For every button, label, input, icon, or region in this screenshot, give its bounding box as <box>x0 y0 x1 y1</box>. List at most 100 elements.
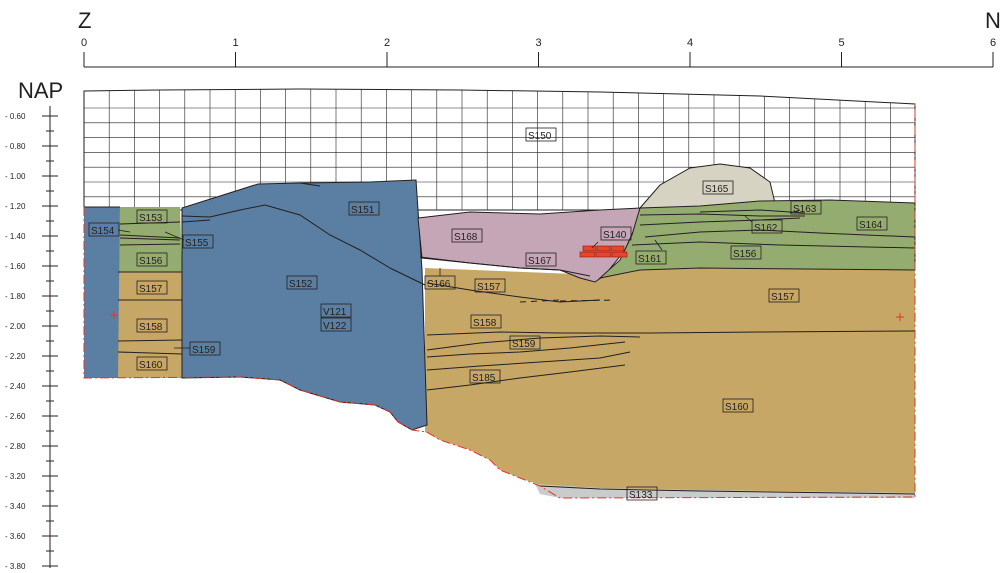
svg-text:S158: S158 <box>473 318 497 329</box>
svg-text:S161: S161 <box>638 254 662 265</box>
label-S161: S161 <box>635 250 667 265</box>
left-sand-column <box>118 270 182 378</box>
svg-text:S159: S159 <box>192 345 216 356</box>
svg-text:S166: S166 <box>427 279 451 290</box>
distance-tick-label: 2 <box>384 37 390 49</box>
label-S158-left: S158 <box>136 318 168 333</box>
interface-line <box>631 241 916 249</box>
interface-line <box>426 341 626 358</box>
svg-text:S165: S165 <box>705 184 729 195</box>
leader-line <box>744 215 753 223</box>
label-S167: S167 <box>525 252 557 267</box>
svg-text:S163: S163 <box>793 204 817 215</box>
label-S185: S185 <box>469 369 501 384</box>
label-S168: S168 <box>451 228 483 243</box>
depth-tick-label: - 1.20 <box>5 202 26 211</box>
datum-label: NAP <box>18 78 63 103</box>
interface-line <box>299 182 321 187</box>
leader-line <box>117 229 131 233</box>
svg-text:S167: S167 <box>528 256 552 267</box>
interface-line <box>559 299 616 302</box>
boundary-line <box>83 104 916 499</box>
interface-line <box>426 282 601 303</box>
svg-text:S158: S158 <box>139 322 163 333</box>
orientation-north-label: N <box>985 8 1001 33</box>
depth-tick-label: - 2.00 <box>5 322 26 331</box>
interface-line <box>639 217 801 226</box>
layer-labels: S150 S151 S153 S154 S155 S156 S157 S152 … <box>88 127 888 501</box>
grid-lines <box>83 89 915 210</box>
interface-line <box>117 339 183 342</box>
label-S166: S166 <box>424 275 456 290</box>
distance-tick-label: 3 <box>536 37 542 49</box>
label-S159-mid: S159 <box>509 335 541 350</box>
label-S152: S152 <box>286 275 318 290</box>
interface-line <box>119 237 181 241</box>
interface-line <box>426 330 916 336</box>
depth-tick-label: - 2.80 <box>5 442 26 451</box>
svg-text:S152: S152 <box>289 279 313 290</box>
label-V121: V121 <box>320 303 352 318</box>
depth-tick-label: - 2.60 <box>5 412 26 421</box>
reference-markers <box>110 311 904 321</box>
interface-line <box>644 229 916 238</box>
svg-text:S133: S133 <box>629 490 653 501</box>
distance-tick-label: 4 <box>687 37 693 49</box>
interface-line <box>426 351 631 371</box>
depth-ticks: - 0.60- 0.80- 1.00- 1.20- 1.40- 1.60- 1.… <box>5 112 58 571</box>
layer-interfaces <box>84 182 916 495</box>
brick <box>610 245 625 252</box>
depth-tick-label: - 2.20 <box>5 352 26 361</box>
label-S133: S133 <box>626 486 658 501</box>
depth-tick-label: - 3.20 <box>5 472 26 481</box>
interface-line <box>639 213 805 217</box>
brick <box>611 251 628 258</box>
label-S164: S164 <box>856 216 888 231</box>
reference-marker <box>110 311 118 319</box>
reference-marker <box>896 313 904 321</box>
label-S158-mid: S158 <box>470 314 502 329</box>
interface-line <box>181 204 426 286</box>
interface-line <box>181 219 211 223</box>
svg-text:S153: S153 <box>139 213 163 224</box>
svg-text:V122: V122 <box>323 321 347 332</box>
label-S150: S150 <box>525 127 557 142</box>
depth-scale: NAP - 0.60- 0.80- 1.00- 1.20- 1.40- 1.60… <box>5 78 63 571</box>
brick-feature <box>579 245 628 258</box>
interface-line <box>119 234 181 239</box>
leader-lines <box>117 209 801 349</box>
excavation-boundary <box>83 104 916 499</box>
leader-line <box>654 239 663 251</box>
label-S157-mid: S157 <box>474 278 506 293</box>
interface-line <box>519 299 561 303</box>
svg-text:V121: V121 <box>323 307 347 318</box>
leader-line <box>591 241 599 249</box>
leader-line <box>164 231 185 241</box>
brick <box>582 245 597 252</box>
distance-tick-label: 0 <box>81 37 87 49</box>
depth-tick-label: - 1.40 <box>5 232 26 241</box>
label-S154: S154 <box>88 222 120 237</box>
interface-line <box>699 209 806 214</box>
orientation-south-label: Z <box>78 8 91 33</box>
depth-tick-label: - 1.00 <box>5 172 26 181</box>
depth-tick-label: - 1.80 <box>5 292 26 301</box>
label-S165: S165 <box>702 180 734 195</box>
svg-text:S156: S156 <box>733 249 757 260</box>
distance-tick-label: 1 <box>233 37 239 49</box>
sand-layer <box>425 268 915 494</box>
interface-line <box>117 351 183 355</box>
interface-line <box>419 256 591 277</box>
label-S160-right: S160 <box>722 398 754 413</box>
label-S162: S162 <box>751 219 783 234</box>
distance-tick-label: 5 <box>839 37 845 49</box>
depth-tick-label: - 0.60 <box>5 112 26 121</box>
label-S156-right: S156 <box>730 245 762 260</box>
depth-tick-label: - 2.40 <box>5 382 26 391</box>
label-S155: S155 <box>182 234 214 249</box>
interface-line <box>426 364 626 391</box>
left-blue-strip <box>84 207 120 378</box>
brick <box>579 251 596 258</box>
